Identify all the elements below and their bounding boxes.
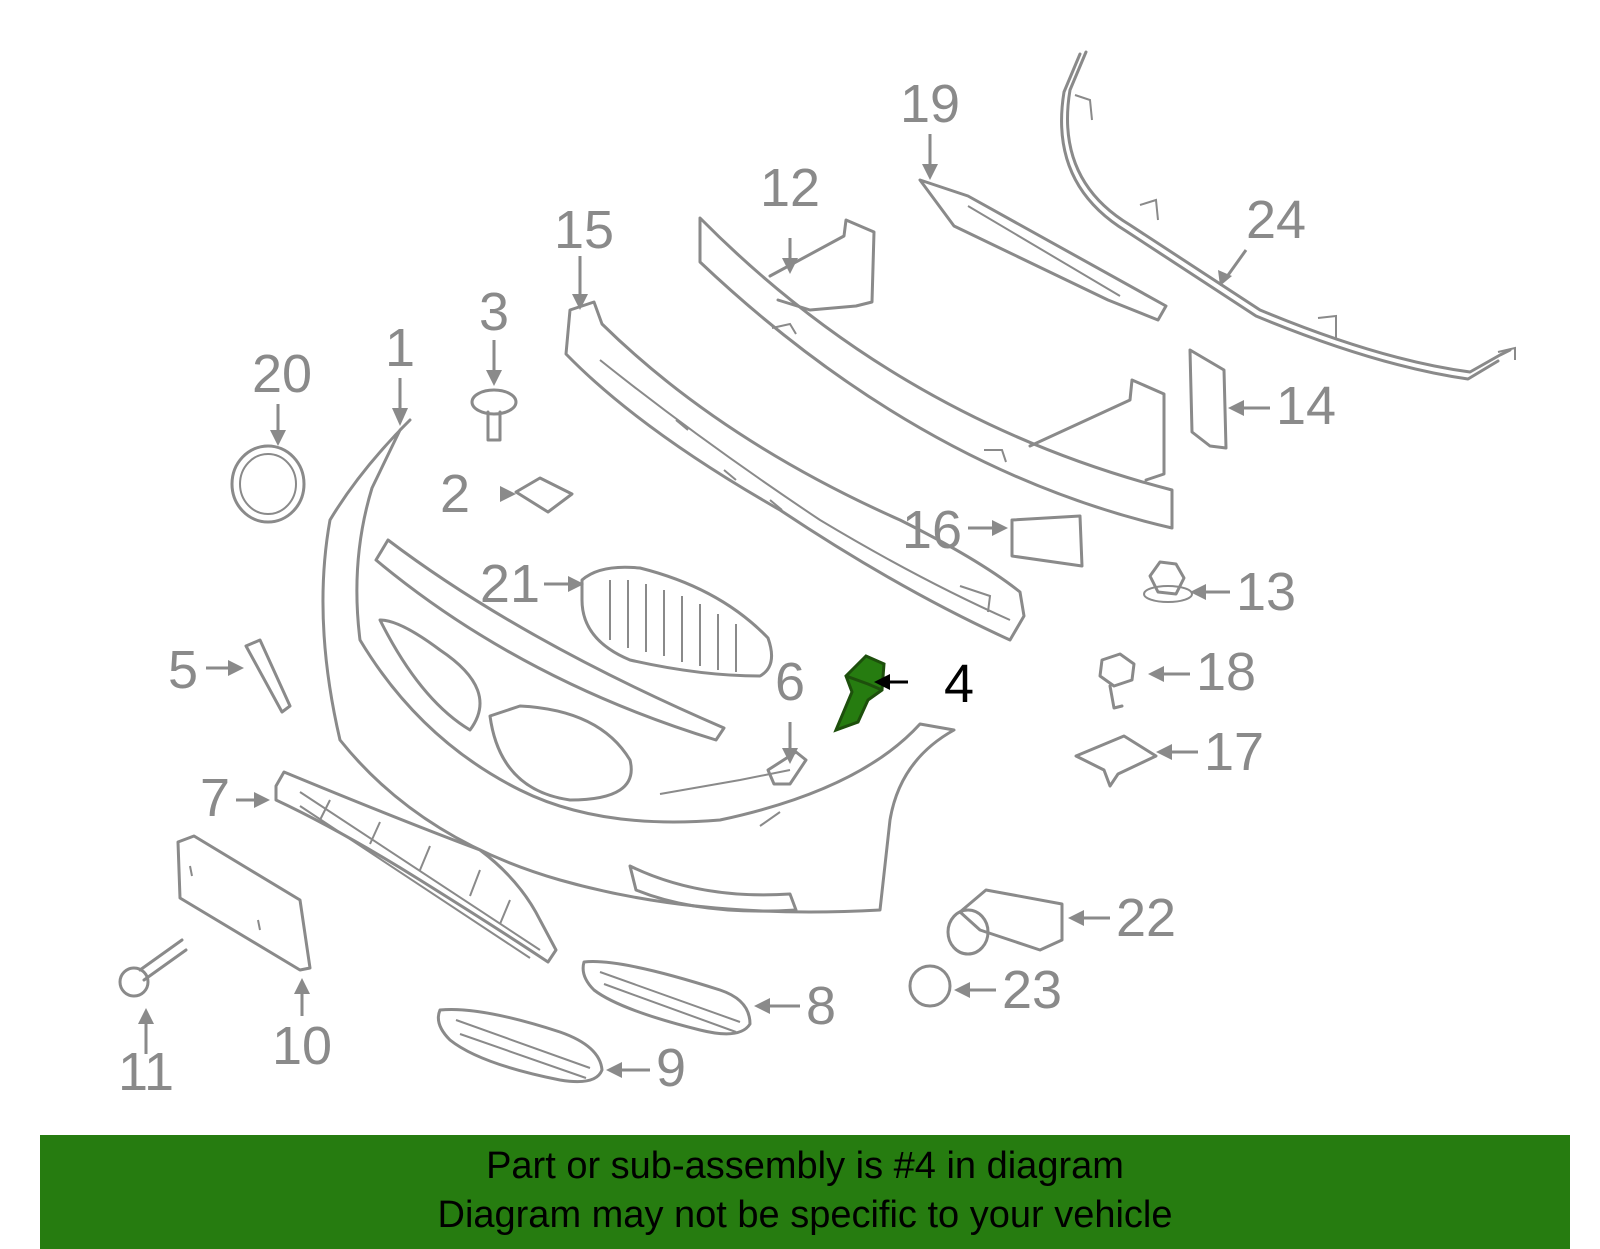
callout-21: 21	[480, 554, 540, 614]
callout-9: 9	[656, 1038, 686, 1098]
banner-line-2: Diagram may not be specific to your vehi…	[437, 1194, 1173, 1236]
banner-line-1: Part or sub-assembly is #4 in diagram	[486, 1145, 1124, 1187]
callout-7: 7	[200, 768, 230, 828]
part-5-reflector[interactable]	[244, 638, 292, 714]
part-18-bolt[interactable]	[1098, 652, 1136, 710]
callout-labels: 1 2 3 4 5 6 7 8 9 10 11 12 13 14 15 16 1…	[118, 74, 1336, 1102]
part-13-nut[interactable]	[1143, 560, 1193, 603]
part-14-bracket[interactable]	[1188, 348, 1228, 450]
callout-leaders	[138, 134, 1270, 1078]
callout-4-selected: 4	[944, 654, 974, 714]
part-21-kidney-grille[interactable]	[580, 565, 774, 678]
callout-12: 12	[760, 158, 820, 218]
callout-14: 14	[1276, 376, 1336, 436]
part-1-bumper-cover[interactable]	[321, 418, 956, 914]
part-17-clip[interactable]	[1074, 734, 1158, 788]
callout-19: 19	[900, 74, 960, 134]
part-11-bolt[interactable]	[118, 938, 188, 998]
callout-22: 22	[1116, 888, 1176, 948]
part-22-sensor[interactable]	[946, 888, 1064, 956]
part-16-pad[interactable]	[1010, 514, 1084, 568]
part-7-lower-grille[interactable]	[274, 770, 558, 964]
part-20-emblem[interactable]	[230, 444, 306, 524]
callout-24: 24	[1246, 190, 1306, 250]
callout-2: 2	[440, 464, 470, 524]
callout-13: 13	[1236, 562, 1296, 622]
callout-1: 1	[385, 318, 415, 378]
part-2-cap[interactable]	[514, 476, 574, 514]
callout-17: 17	[1204, 722, 1264, 782]
callout-3: 3	[479, 282, 509, 342]
callout-20: 20	[252, 344, 312, 404]
part-9-grille-insert[interactable]	[436, 1008, 604, 1084]
callout-18: 18	[1196, 642, 1256, 702]
part-19-absorber[interactable]	[918, 178, 1168, 322]
part-8-grille-insert[interactable]	[581, 960, 752, 1036]
callout-11: 11	[118, 1042, 174, 1102]
info-banner: Part or sub-assembly is #4 in diagram Di…	[40, 1135, 1570, 1249]
part-24-wiring-harness[interactable]	[1060, 50, 1516, 381]
callout-23: 23	[1002, 960, 1062, 1020]
callout-5: 5	[168, 640, 198, 700]
part-10-license-bracket[interactable]	[176, 834, 312, 972]
callout-10: 10	[272, 1016, 332, 1076]
part-15-energy-absorber[interactable]	[564, 300, 1026, 642]
part-4-bracket-highlighted[interactable]	[833, 654, 886, 733]
part-23-cap[interactable]	[908, 964, 952, 1008]
callout-16: 16	[902, 500, 962, 560]
callout-8: 8	[806, 976, 836, 1036]
part-3-screw[interactable]	[470, 388, 518, 442]
part-12-bumper-carrier[interactable]	[698, 216, 1174, 530]
callout-6: 6	[775, 652, 805, 712]
callout-15: 15	[554, 200, 614, 260]
